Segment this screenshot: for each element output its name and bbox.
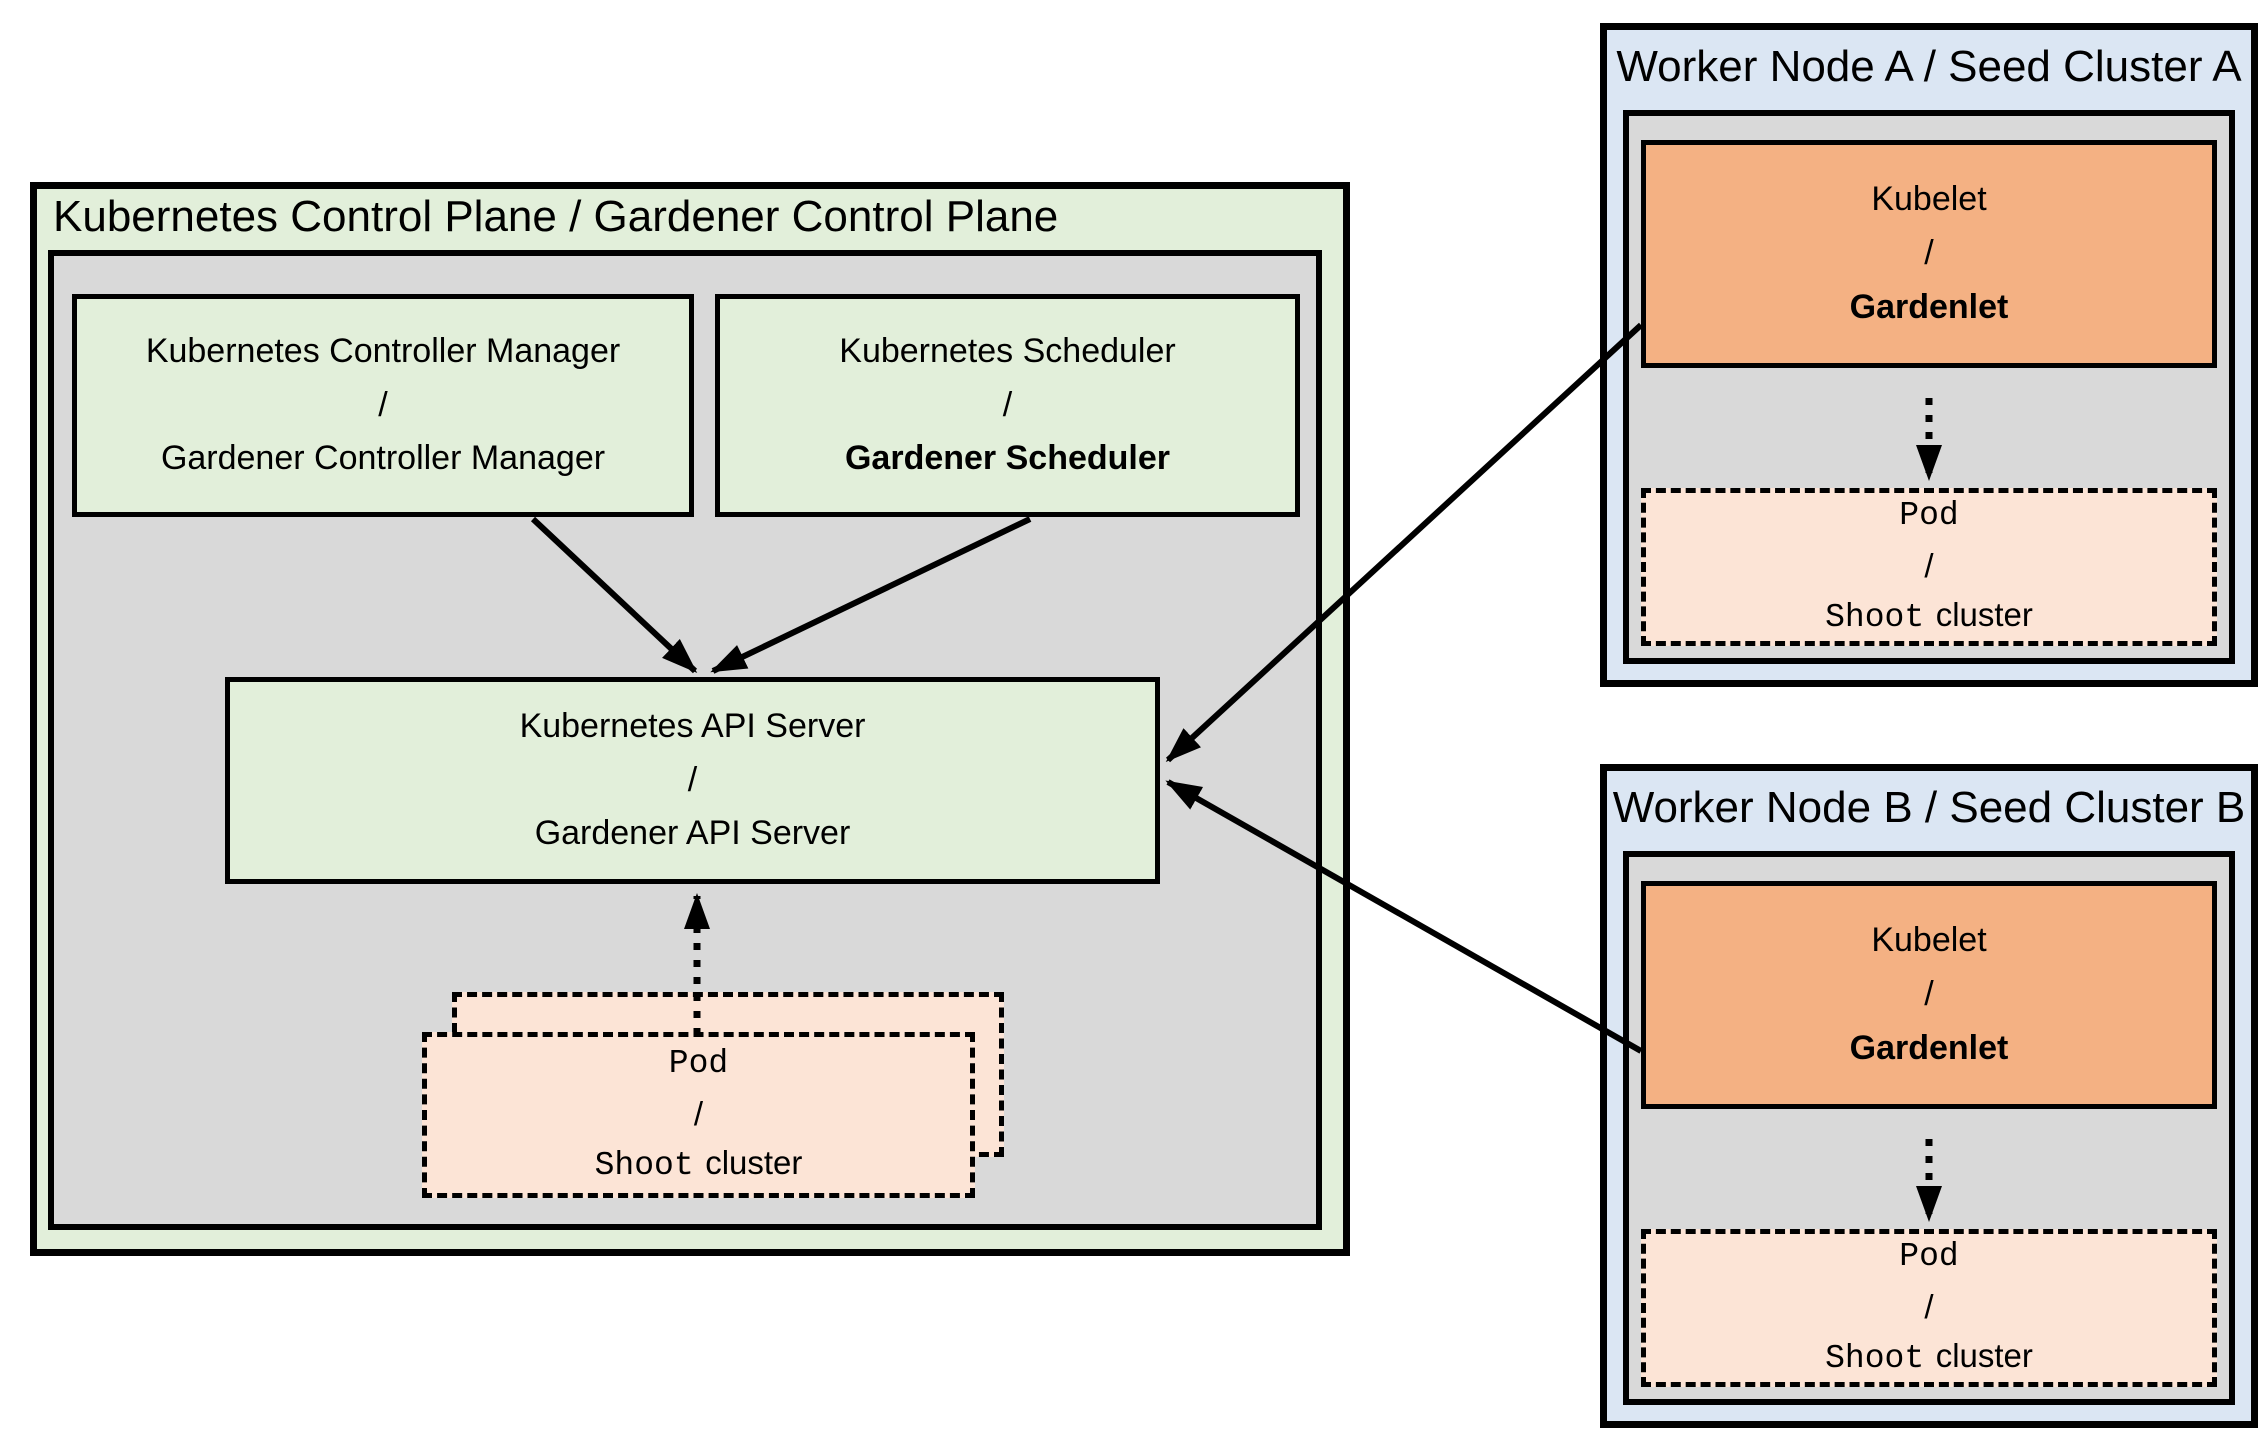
kubelet-b-line2: Gardenlet: [1849, 1028, 2009, 1067]
pod-stack-line1: Pod: [668, 1045, 729, 1083]
pod-b-line2: Shoot cluster: [1825, 1331, 2033, 1384]
pod-a-line2-shoot: Shoot: [1825, 599, 1925, 637]
pod-shoot-stack-front: Pod / Shoot cluster: [422, 1032, 975, 1198]
scheduler-line1: Kubernetes Scheduler: [839, 331, 1176, 370]
node-api-server: Kubernetes API Server / Gardener API Ser…: [225, 677, 1160, 884]
pod-a-line2-cluster: cluster: [1935, 596, 2033, 634]
controller-manager-line1: Kubernetes Controller Manager: [145, 331, 621, 370]
pod-stack-line2-shoot: Shoot: [594, 1147, 694, 1185]
pod-b-separator: /: [1924, 1287, 1934, 1325]
pod-a-line1: Pod: [1899, 497, 1959, 535]
node-kubelet-a: Kubelet / Gardenlet: [1641, 140, 2217, 368]
api-server-separator: /: [687, 760, 698, 799]
scheduler-line2: Gardener Scheduler: [844, 439, 1170, 478]
controller-manager-separator: /: [378, 385, 388, 424]
api-server-line1: Kubernetes API Server: [519, 706, 866, 745]
pod-b-line2-cluster: cluster: [1935, 1337, 2033, 1375]
kubelet-a-line2: Gardenlet: [1849, 287, 2009, 326]
node-pod-b: Pod / Shoot cluster: [1641, 1229, 2217, 1387]
pod-stack-line2: Shoot cluster: [595, 1138, 803, 1191]
node-pod-a: Pod / Shoot cluster: [1641, 488, 2217, 646]
kubelet-b-line1: Kubelet: [1871, 921, 1987, 960]
kubelet-a-line1: Kubelet: [1871, 180, 1987, 219]
control-plane-title: Kubernetes Control Plane / Gardener Cont…: [53, 192, 1059, 241]
kubelet-a-separator: /: [1924, 234, 1934, 273]
kubelet-b-separator: /: [1924, 975, 1934, 1014]
pod-a-line2: Shoot cluster: [1825, 590, 2033, 643]
worker-node-a-title: Worker Node A / Seed Cluster A: [1616, 42, 2242, 91]
worker-node-b-title: Worker Node B / Seed Cluster B: [1612, 783, 2246, 832]
node-controller-manager: Kubernetes Controller Manager / Gardener…: [72, 294, 694, 517]
controller-manager-line2: Gardener Controller Manager: [160, 439, 606, 478]
scheduler-separator: /: [1002, 385, 1013, 424]
pod-stack-separator: /: [693, 1094, 704, 1132]
pod-a-separator: /: [1924, 546, 1934, 584]
api-server-line2: Gardener API Server: [534, 814, 851, 853]
pod-stack-line2-cluster: cluster: [705, 1144, 803, 1182]
pod-b-line1: Pod: [1899, 1238, 1959, 1276]
pod-b-line2-shoot: Shoot: [1825, 1340, 1925, 1378]
node-kubelet-b: Kubelet / Gardenlet: [1641, 881, 2217, 1109]
node-scheduler: Kubernetes Scheduler / Gardener Schedule…: [715, 294, 1300, 517]
